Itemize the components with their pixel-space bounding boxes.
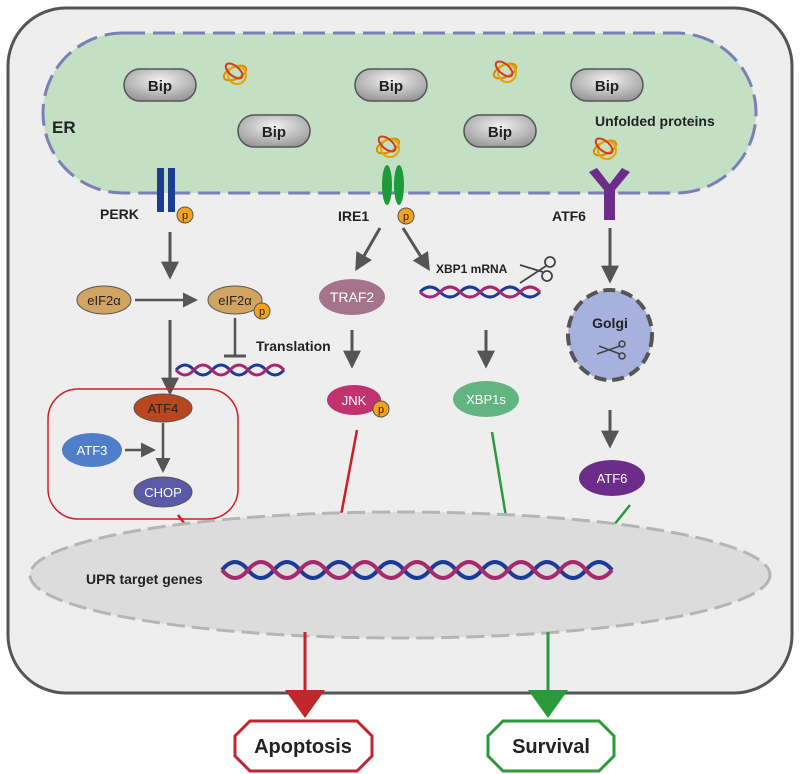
svg-text:ATF6: ATF6 xyxy=(597,471,628,486)
ire1-label: IRE1 xyxy=(338,208,369,224)
bip-protein: Bip xyxy=(123,68,197,102)
eif2a-phospho-node: eIF2α p xyxy=(207,285,271,320)
svg-text:p: p xyxy=(378,404,384,416)
svg-text:JNK: JNK xyxy=(342,393,367,408)
bip-protein: Bip xyxy=(570,68,644,102)
arrow xyxy=(355,227,382,272)
unfolded-protein-icon xyxy=(492,60,518,83)
dna-double-helix xyxy=(220,560,614,580)
svg-text:Bip: Bip xyxy=(148,78,172,95)
atf4-node: ATF4 xyxy=(133,393,193,423)
svg-text:Golgi: Golgi xyxy=(592,315,628,331)
phospho-badge: p xyxy=(397,207,415,225)
mrna-strand xyxy=(174,363,286,377)
apoptosis-outcome: Apoptosis xyxy=(233,719,374,773)
jnk-node: JNK p xyxy=(327,385,390,418)
unfolded-proteins-label: Unfolded proteins xyxy=(595,113,715,129)
svg-text:Bip: Bip xyxy=(262,124,286,141)
xbp1-mrna-strand xyxy=(418,285,542,299)
traf2-node: TRAF2 xyxy=(319,279,385,315)
svg-text:p: p xyxy=(182,210,188,222)
svg-text:p: p xyxy=(403,211,409,223)
perk-target-box xyxy=(47,388,239,520)
svg-text:Bip: Bip xyxy=(488,124,512,141)
golgi-compartment: Golgi xyxy=(566,288,654,382)
arrow xyxy=(401,227,430,272)
survival-arrowhead xyxy=(528,690,568,718)
ire1-receptor xyxy=(382,165,404,205)
svg-text:ATF4: ATF4 xyxy=(148,401,179,416)
atf6-label: ATF6 xyxy=(552,208,586,224)
bip-protein: Bip xyxy=(354,68,428,102)
svg-text:eIF2α: eIF2α xyxy=(218,293,252,308)
svg-text:eIF2α: eIF2α xyxy=(87,293,121,308)
svg-text:TRAF2: TRAF2 xyxy=(330,289,375,305)
chop-node: CHOP xyxy=(133,476,193,508)
atf6-receptor xyxy=(589,168,630,220)
atf3-node: ATF3 xyxy=(62,433,122,467)
scissors-icon xyxy=(596,340,626,360)
svg-text:CHOP: CHOP xyxy=(144,485,182,500)
svg-text:Survival: Survival xyxy=(512,736,590,758)
svg-text:ATF3: ATF3 xyxy=(77,443,108,458)
unfolded-protein-icon xyxy=(592,137,618,160)
survival-outcome: Survival xyxy=(486,719,616,773)
perk-label: PERK xyxy=(100,206,139,222)
eif2a-node: eIF2α xyxy=(76,285,132,315)
unfolded-protein-icon xyxy=(222,62,248,85)
bip-protein: Bip xyxy=(463,114,537,148)
xbp1-mrna-label: XBP1 mRNA xyxy=(436,262,508,276)
upr-target-genes-label: UPR target genes xyxy=(86,571,203,587)
svg-text:XBP1s: XBP1s xyxy=(466,392,506,407)
phospho-badge: p xyxy=(176,206,194,224)
svg-text:Bip: Bip xyxy=(595,78,619,95)
apoptosis-arrowhead xyxy=(285,690,325,718)
perk-receptor xyxy=(157,168,175,212)
svg-text:p: p xyxy=(259,306,265,318)
xbp1s-node: XBP1s xyxy=(453,381,519,417)
svg-text:Apoptosis: Apoptosis xyxy=(254,736,352,758)
atf6-cleaved-node: ATF6 xyxy=(579,460,645,496)
unfolded-protein-icon xyxy=(375,135,401,158)
svg-text:Bip: Bip xyxy=(379,78,403,95)
er-label: ER xyxy=(52,118,76,137)
translation-label: Translation xyxy=(256,338,331,354)
scissors-icon xyxy=(519,256,556,284)
bip-protein: Bip xyxy=(237,114,311,148)
